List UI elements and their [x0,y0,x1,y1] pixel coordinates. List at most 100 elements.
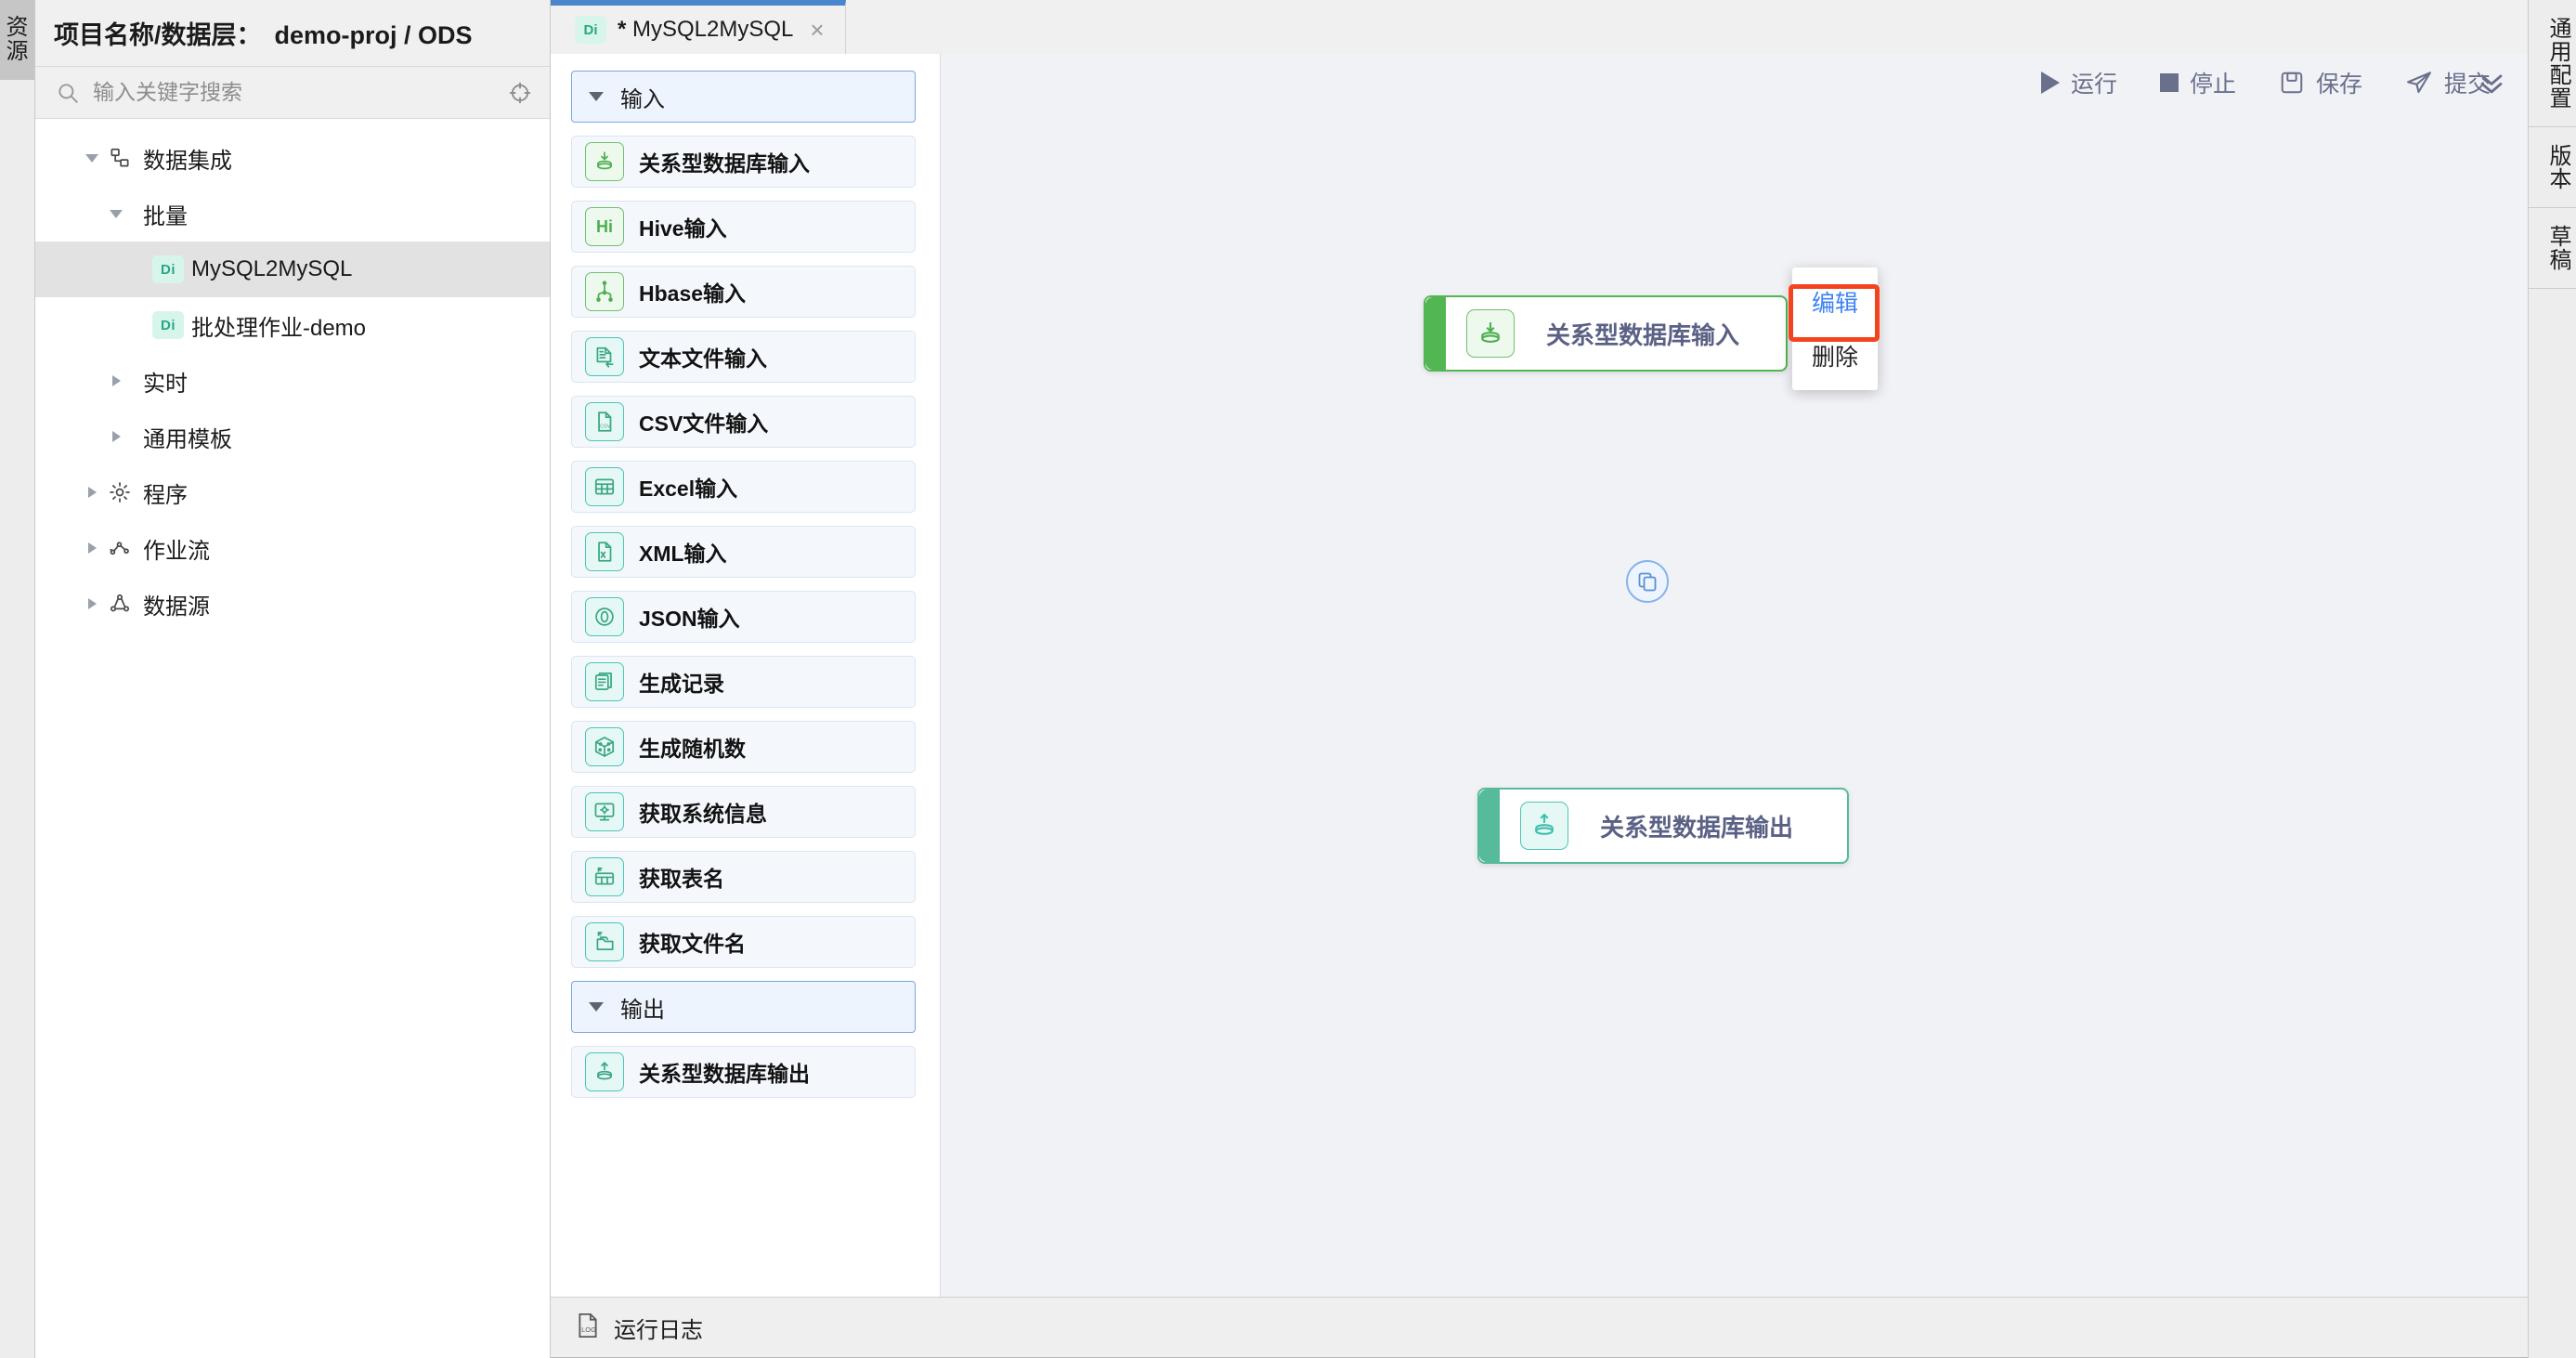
database-upload-icon [585,1052,624,1091]
palette-group-label: 输入 [620,86,665,112]
chevron-down-icon[interactable] [104,202,128,226]
log-file-icon: LOG [575,1312,601,1344]
rail-tab-resource[interactable]: 资源 [0,0,34,80]
palette-group-2[interactable]: 输出 [571,981,916,1033]
tree-item-label: MySQL2MySQL [191,256,353,281]
tree-item-label: 实时 [143,371,188,397]
stop-button[interactable]: 停止 [2159,66,2236,99]
palette-item-label: XML输入 [639,542,727,566]
tree-item-5[interactable]: 实时 [35,353,550,409]
tree-item-label: 数据集成 [143,148,232,174]
xml-file-icon [585,532,624,571]
save-button[interactable]: 保存 [2279,66,2362,99]
chevron-right-icon[interactable] [80,536,104,560]
palette-item-csv-file[interactable]: CSV CSV文件输入 [571,396,916,448]
tree-item-8[interactable]: 作业流 [35,520,550,576]
integration-icon [104,146,136,170]
tree-item-label: 数据源 [143,594,210,620]
hbase-icon [585,272,624,311]
chevron-right-icon[interactable] [104,424,128,449]
node-relational-db-output[interactable]: 关系型数据库输出 [1477,788,1849,864]
right-rail: 通用配置版本草稿 [2528,0,2576,1358]
stop-icon [2159,73,2179,92]
main-area: Di * MySQL2MySQL × 输入关系型数据库输入 Hi Hive输入 Hba… [551,0,2528,1358]
svg-text:CSV: CSV [600,424,611,430]
flow-canvas[interactable]: 运行 停止 保存 [941,54,2528,1297]
gear-icon [104,480,136,504]
palette-item-system-info[interactable]: 获取系统信息 [571,786,916,838]
tree-item-7[interactable]: 程序 [35,464,550,520]
tree-item-1[interactable]: 数据集成 [35,130,550,186]
hive-glyph: Hi [596,216,613,236]
editor-body: 输入关系型数据库输入 Hi Hive输入 Hbase输入文本文件输入 CSV CSV文件输… [551,54,2528,1297]
palette-item-hive[interactable]: Hi Hive输入 [571,201,916,253]
palette-item-database-download[interactable]: 关系型数据库输入 [571,136,916,188]
search-input[interactable] [93,80,494,105]
editor-tabbar: Di * MySQL2MySQL × [551,0,2528,54]
context-menu-item-edit[interactable]: 编辑 [1811,291,1858,317]
palette-item-label: Hive输入 [639,216,727,241]
close-icon[interactable]: × [810,16,825,44]
palette-item-generate-records[interactable]: 生成记录 [571,656,916,708]
palette-item-label: 关系型数据库输出 [639,1062,810,1086]
sidebar-header: 项目名称/数据层： demo-proj / ODS [35,0,550,67]
page-title-prefix: 项目名称/数据层： [54,21,262,49]
tab-di-badge: Di [575,16,606,44]
tree-item-label: 批处理作业-demo [191,315,367,341]
generate-records-icon [585,662,624,701]
node-palette: 输入关系型数据库输入 Hi Hive输入 Hbase输入文本文件输入 CSV CSV文件输… [551,54,941,1297]
palette-item-label: CSV文件输入 [639,411,769,436]
palette-item-get-table-name[interactable]: 获取表名 [571,851,916,903]
search-icon [56,81,80,105]
palette-item-label: 获取系统信息 [639,802,767,826]
copy-icon[interactable] [1626,560,1669,603]
palette-item-text-file-in[interactable]: 文本文件输入 [571,331,916,383]
search-bar[interactable] [35,67,550,119]
tree-item-label: 作业流 [143,538,210,564]
canvas-toolbar: 运行 停止 保存 [941,54,2528,111]
page-title: 项目名称/数据层： demo-proj / ODS [54,15,473,51]
right-rail-tab-2[interactable]: 版本 [2529,127,2576,208]
run-button[interactable]: 运行 [2040,66,2117,99]
csv-file-icon: CSV [585,402,624,441]
tree-item-3[interactable]: Di MySQL2MySQL [35,242,550,297]
dice-icon [585,727,624,766]
page-title-project: demo-proj / ODS [274,21,473,49]
tree-item-9[interactable]: 数据源 [35,576,550,632]
node-relational-db-input[interactable]: 关系型数据库输入 [1424,295,1788,372]
chevron-none-icon [128,257,152,281]
chevron-right-icon[interactable] [80,480,104,504]
save-label: 保存 [2315,72,2362,98]
run-log-bar[interactable]: LOG 运行日志 [551,1297,2528,1358]
di-badge: Di [152,255,184,283]
right-rail-tab-3[interactable]: 草稿 [2529,208,2576,289]
chevron-down-icon[interactable] [80,146,104,170]
palette-item-xml-file[interactable]: XML输入 [571,526,916,578]
locate-target-icon[interactable] [507,80,533,106]
palette-group-1[interactable]: 输入 [571,71,916,123]
play-icon [2040,72,2060,94]
database-download-icon [585,142,624,181]
palette-item-dice[interactable]: 生成随机数 [571,721,916,773]
chevron-right-icon[interactable] [104,369,128,393]
palette-item-label: 关系型数据库输入 [639,151,810,176]
tree-item-2[interactable]: 批量 [35,186,550,242]
tree-item-6[interactable]: 通用模板 [35,409,550,464]
palette-item-database-upload[interactable]: 关系型数据库输出 [571,1046,916,1098]
palette-item-label: 文本文件输入 [639,346,767,371]
node-accent-bar [1425,297,1446,370]
right-rail-tab-1[interactable]: 通用配置 [2529,0,2576,127]
palette-item-label: Hbase输入 [639,281,747,306]
palette-item-json-disc[interactable]: JSON输入 [571,591,916,643]
chevron-right-icon[interactable] [80,592,104,616]
tab-mysql2mysql[interactable]: Di * MySQL2MySQL × [551,0,846,54]
palette-item-excel-grid[interactable]: Excel输入 [571,461,916,513]
chevron-double-down-icon[interactable] [2470,61,2513,104]
palette-item-get-file-name[interactable]: 获取文件名 [571,916,916,968]
chevron-none-icon [128,313,152,337]
context-menu-item-delete[interactable]: 删除 [1811,345,1858,371]
palette-item-label: 获取文件名 [639,932,746,956]
palette-item-hbase[interactable]: Hbase输入 [571,266,916,318]
